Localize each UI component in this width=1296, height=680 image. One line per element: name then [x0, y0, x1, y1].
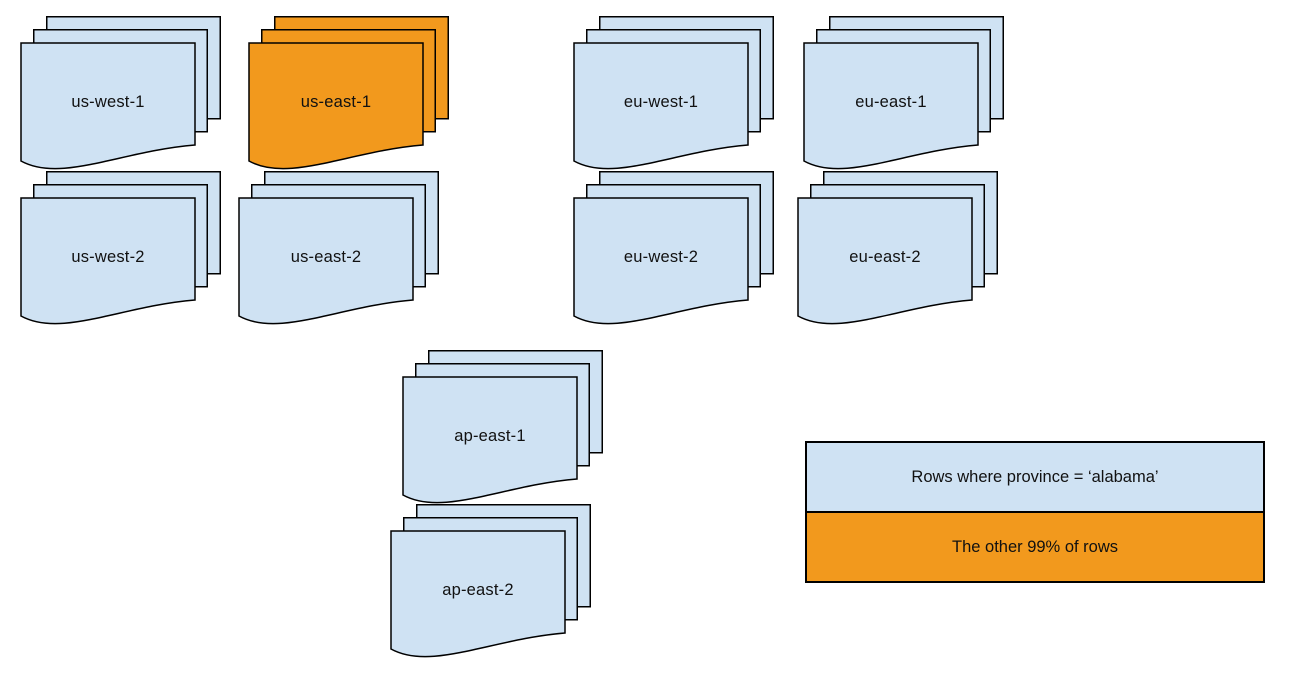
stack-us-west-1: us-west-1: [20, 16, 221, 172]
multi-document-icon: [248, 16, 449, 170]
legend-row-alabama: Rows where province = ‘alabama’: [807, 443, 1263, 513]
stack-label: ap-east-2: [442, 580, 514, 599]
stack-eu-east-1: eu-east-1: [803, 16, 1004, 172]
stack-eu-east-2: eu-east-2: [797, 171, 998, 327]
stack-label: eu-west-2: [623, 247, 699, 266]
multi-document-icon: [20, 171, 221, 325]
multi-document-icon: [402, 350, 603, 504]
legend-label: The other 99% of rows: [952, 537, 1118, 556]
legend-label: Rows where province = ‘alabama’: [911, 467, 1159, 486]
multi-document-icon: [573, 16, 774, 170]
stack-ap-east-2: ap-east-2: [390, 504, 591, 660]
stack-eu-west-2: eu-west-2: [573, 171, 774, 327]
stack-us-west-2: us-west-2: [20, 171, 221, 327]
stack-label: us-west-1: [71, 92, 145, 111]
stack-label: eu-east-1: [855, 92, 927, 111]
multi-document-icon: [573, 171, 774, 325]
stack-label: us-west-2: [71, 247, 145, 266]
stack-label: ap-east-1: [454, 426, 526, 445]
stack-label: us-east-1: [300, 92, 372, 111]
stack-label: eu-west-1: [623, 92, 699, 111]
multi-document-icon: [803, 16, 1004, 170]
stack-us-east-2: us-east-2: [238, 171, 439, 327]
multi-document-icon: [797, 171, 998, 325]
stack-ap-east-1: ap-east-1: [402, 350, 603, 506]
stack-us-east-1: us-east-1: [248, 16, 449, 172]
stack-label: eu-east-2: [849, 247, 921, 266]
multi-document-icon: [238, 171, 439, 325]
multi-document-icon: [390, 504, 591, 658]
legend: Rows where province = ‘alabama’ The othe…: [805, 441, 1265, 583]
legend-row-other-rows: The other 99% of rows: [807, 513, 1263, 581]
stack-eu-west-1: eu-west-1: [573, 16, 774, 172]
multi-document-icon: [20, 16, 221, 170]
stack-label: us-east-2: [290, 247, 362, 266]
